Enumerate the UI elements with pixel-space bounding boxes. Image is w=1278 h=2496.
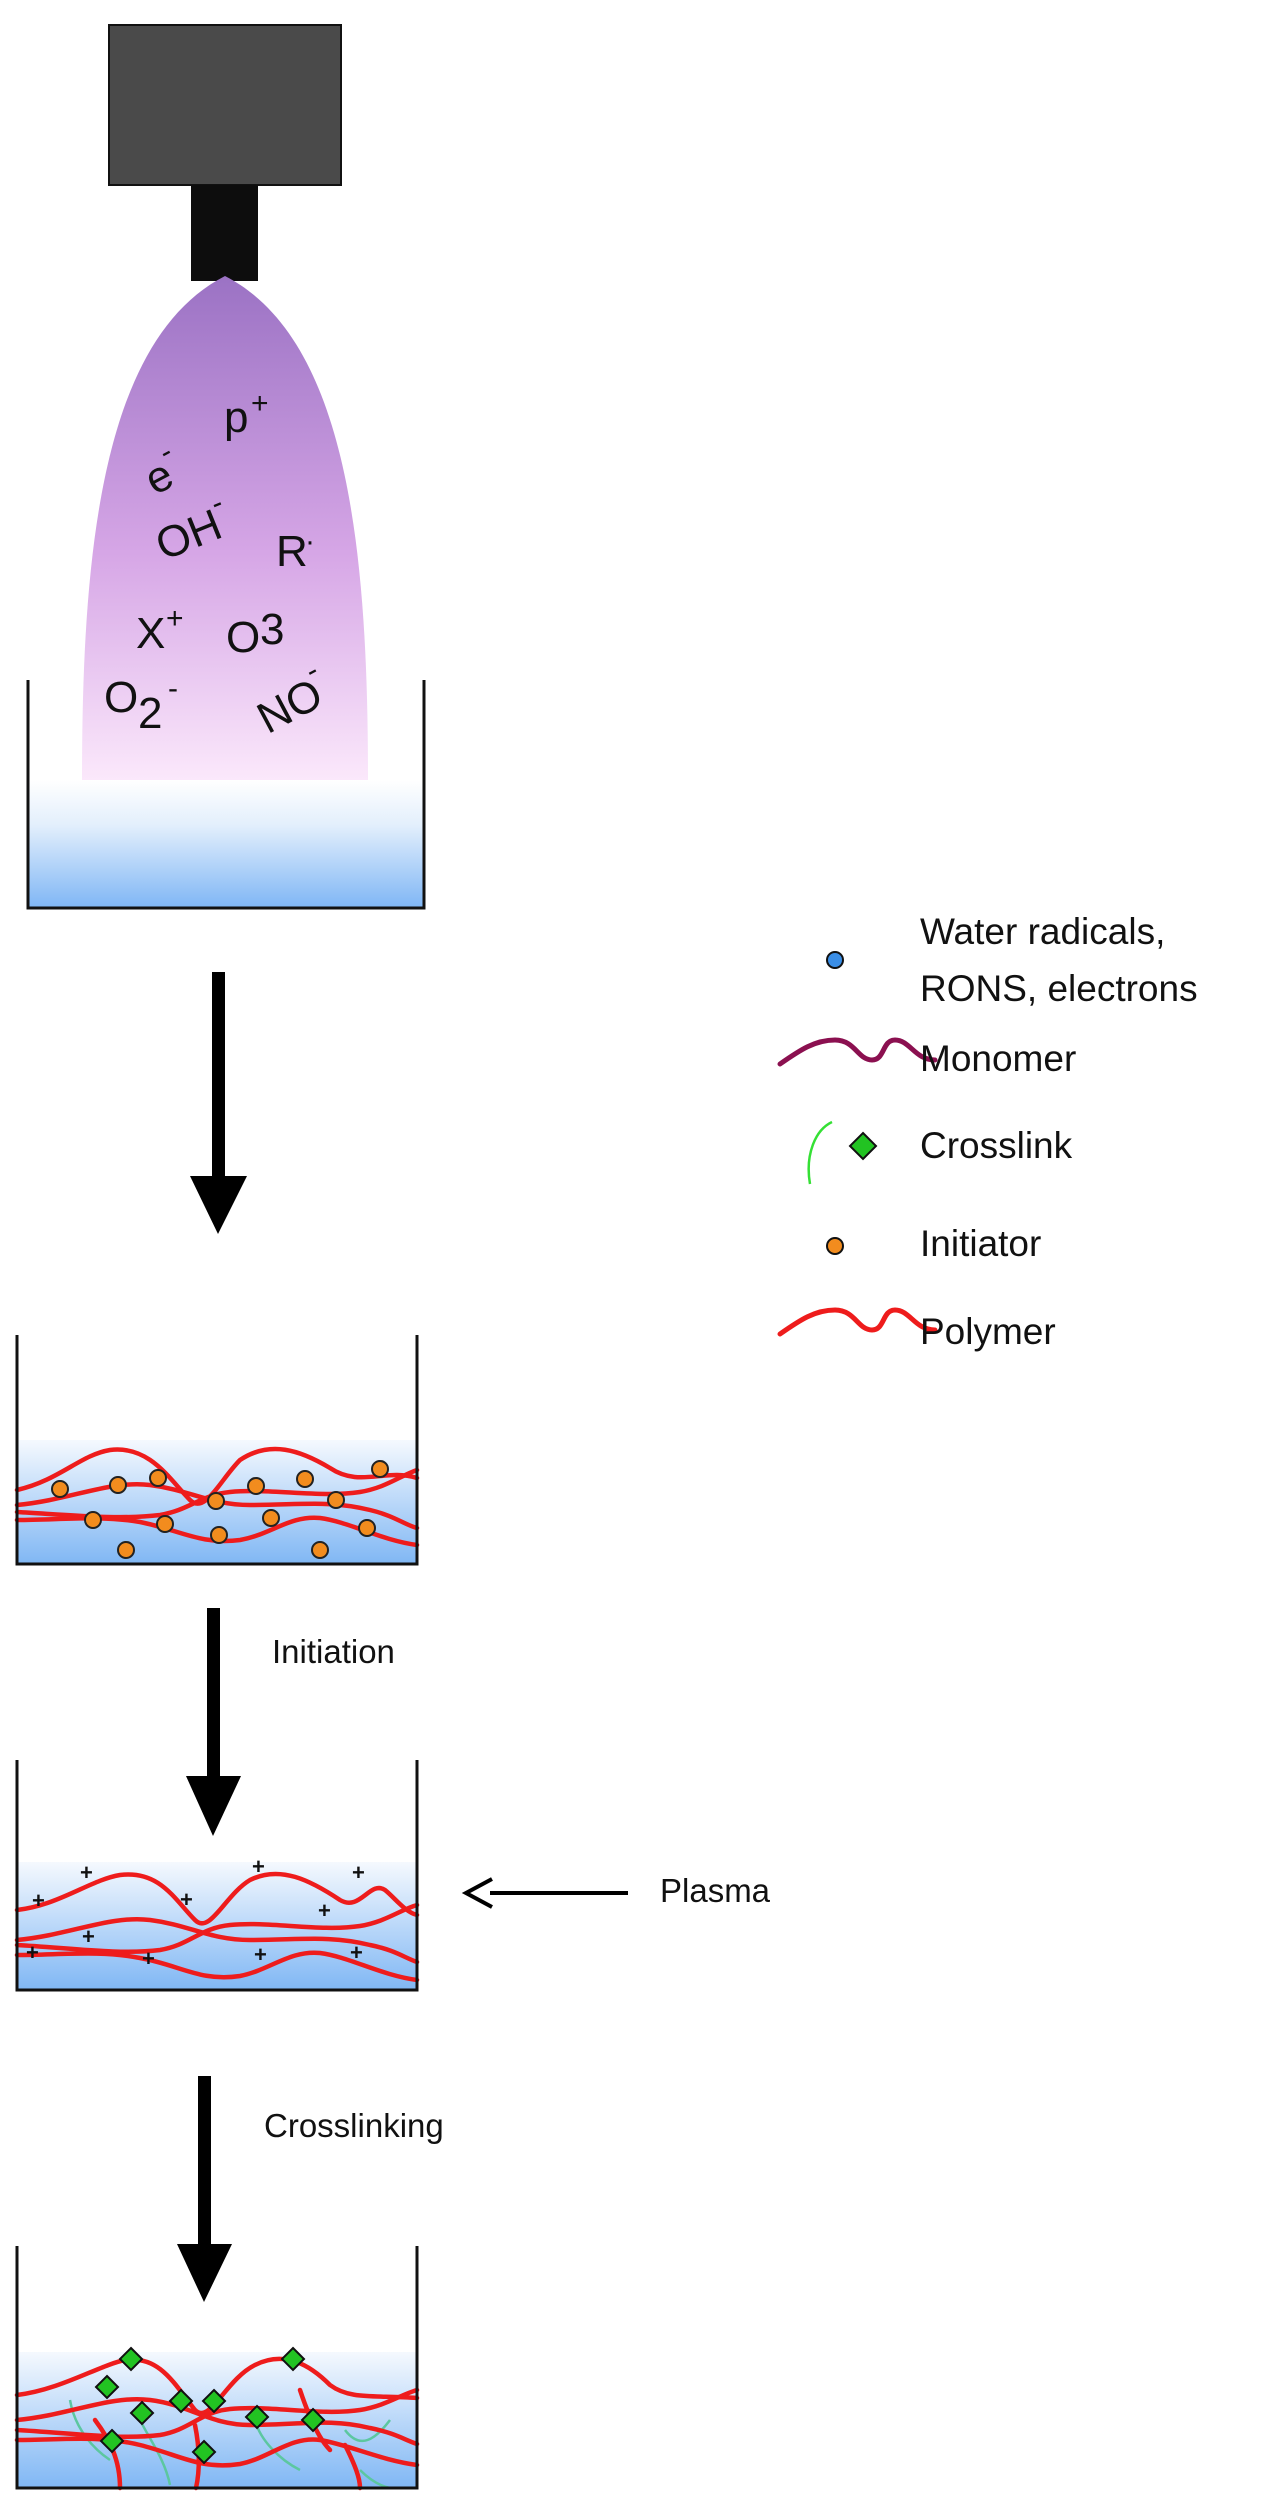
step-initiation-label: Initiation <box>272 1633 395 1670</box>
water-radical-icon <box>826 951 844 969</box>
beaker-crosslinked-stage <box>14 2246 420 2491</box>
species-ion-charge: + <box>166 602 184 635</box>
plasma-jet-device: p + e - OH - R · X + O 3 O 2 - NO - <box>26 24 426 910</box>
radical-marker: + <box>82 1924 95 1949</box>
radical-marker: + <box>252 1854 265 1879</box>
species-proton: p <box>224 393 248 442</box>
initiator-icon <box>826 1237 844 1255</box>
radical-marker: + <box>318 1898 331 1923</box>
radical-marker: + <box>80 1860 93 1885</box>
arrow-crosslinking <box>177 2076 232 2302</box>
beaker-radical-stage: + + + + + + + + + + + <box>14 1760 420 1992</box>
species-radical-mark: · <box>305 525 315 558</box>
crosslink-line-icon <box>807 1120 833 1185</box>
beaker-2 <box>15 1760 419 1992</box>
beaker-3 <box>15 2246 419 2490</box>
species-proton-charge: + <box>251 387 269 420</box>
monomer-icon <box>777 1037 938 1067</box>
beaker-1-initiators <box>51 1460 389 1559</box>
step-plasma-label: Plasma <box>660 1872 771 1909</box>
plasma-arrow <box>461 1877 628 1909</box>
species-ozone: O <box>226 613 260 662</box>
legend-crosslink: Crosslink <box>920 1125 1073 1166</box>
beaker-1 <box>15 1335 419 1566</box>
plasma-nozzle <box>191 185 258 281</box>
step-crosslinking-label: Crosslinking <box>264 2107 444 2144</box>
beaker-2-radical-markers: + + + + + + + + + + + <box>26 1854 365 1971</box>
species-superoxide-number: 2 <box>138 689 162 738</box>
beaker-2-polymer-chains <box>14 1871 420 1983</box>
legend-monomer: Monomer <box>920 1038 1076 1079</box>
top-beaker <box>26 680 426 910</box>
legend: Water radicals, RONS, electrons Monomer … <box>777 911 1198 1352</box>
species-ozone-number: 3 <box>260 605 284 654</box>
plasma-plume <box>82 276 368 780</box>
radical-marker: + <box>142 1946 155 1971</box>
radical-marker: + <box>254 1942 267 1967</box>
species-superoxide: O <box>104 673 138 722</box>
species-ion: X <box>136 609 165 658</box>
radical-marker: + <box>352 1860 365 1885</box>
legend-initiator: Initiator <box>920 1223 1041 1264</box>
polymer-icon <box>777 1307 938 1337</box>
species-radical: R <box>276 527 308 576</box>
radical-marker: + <box>32 1888 45 1913</box>
legend-polymer: Polymer <box>920 1311 1056 1352</box>
radical-marker: + <box>350 1940 363 1965</box>
beaker-3-crosslink-nodes <box>94 2346 326 2465</box>
top-beaker-water <box>28 780 424 908</box>
legend-water-radicals-line1: Water radicals, <box>920 911 1165 952</box>
arrow-to-beaker <box>190 972 247 1234</box>
beaker-initiator-stage <box>14 1335 420 1566</box>
species-superoxide-charge: - <box>168 672 178 705</box>
radical-marker: + <box>180 1887 193 1912</box>
plasma-source-box <box>108 24 342 186</box>
radical-marker: + <box>26 1940 39 1965</box>
legend-water-radicals-line2: RONS, electrons <box>920 968 1198 1009</box>
arrow-initiation <box>186 1608 241 1836</box>
crosslink-node-icon <box>848 1131 878 1161</box>
